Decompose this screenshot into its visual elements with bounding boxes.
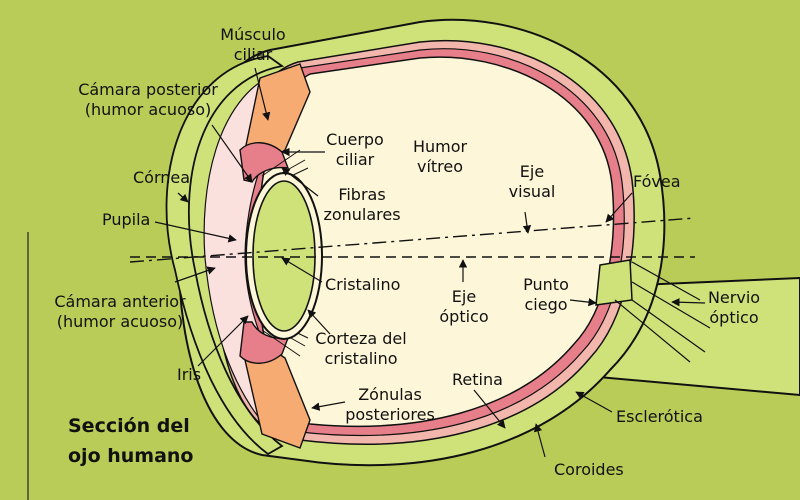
label-retina: Retina: [452, 370, 503, 389]
label-fovea: Fóvea: [633, 172, 681, 191]
label-esclerotica: Esclerótica: [616, 407, 703, 426]
label-cristalino: Cristalino: [325, 275, 400, 294]
lens-nucleus: [253, 181, 315, 331]
title-line-1: Sección del: [68, 415, 190, 437]
label-camara-anterior: Cámara anterior(humor acuoso): [54, 292, 186, 331]
label-coroides: Coroides: [554, 460, 624, 479]
title-line-2: ojo humano: [68, 445, 194, 467]
label-cornea: Córnea: [133, 168, 190, 187]
label-pupila: Pupila: [102, 210, 150, 229]
optic-disc: [596, 260, 632, 305]
label-camara-posterior: Cámara posterior(humor acuoso): [78, 80, 218, 119]
label-iris: Iris: [177, 365, 201, 384]
